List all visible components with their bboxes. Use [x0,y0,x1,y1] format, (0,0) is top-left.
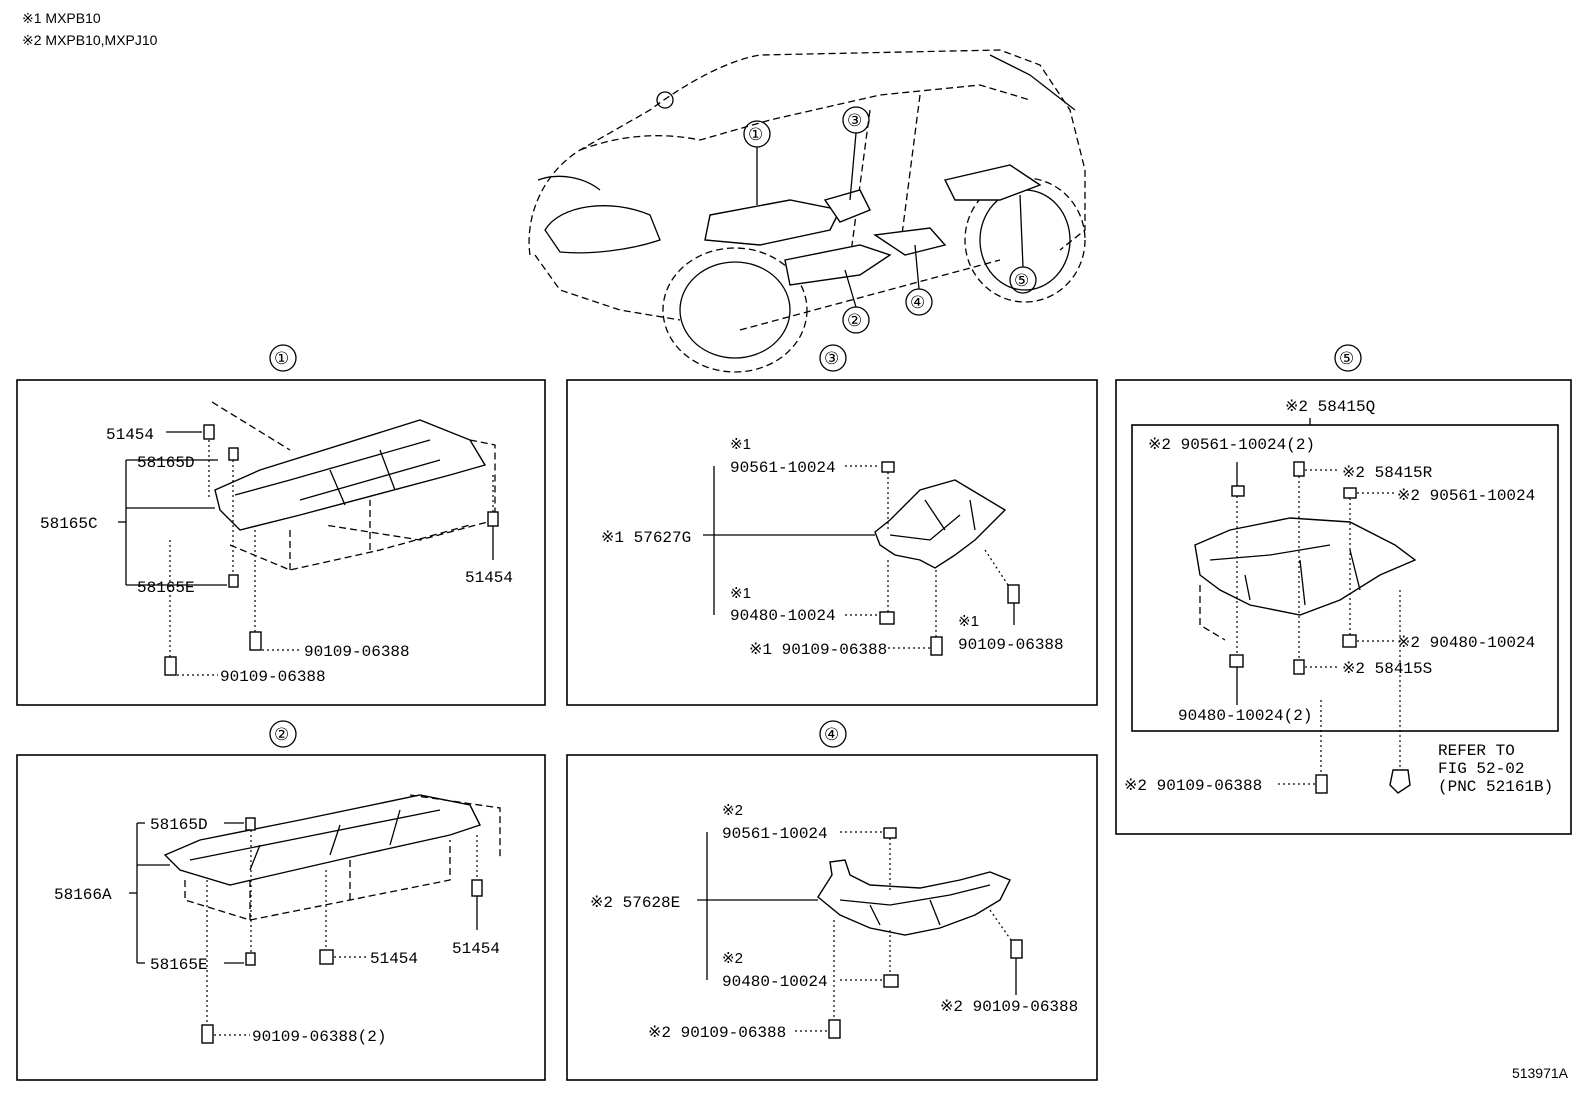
label-fig-52-02: FIG 52-02 [1438,760,1524,778]
callout-1: ① [748,125,763,144]
label-58165E: 58165E [137,579,195,597]
panel-2: ② 58165D 58166A 58165E 51454 51454 90109… [16,720,546,1081]
label-90109-a: 90109-06388 [304,643,410,661]
label-90561-10024: 90561-10024 [722,825,828,843]
figure-id: 513971A [1511,1065,1568,1081]
note-mxpb10: ※1 MXPB10 [22,10,101,26]
p4-mark-2: ※2 [722,950,743,967]
part-57627G [874,479,1007,569]
label-58165C: 58165C [40,515,98,533]
label-90480-10024: 90480-10024 [722,973,828,991]
car-callouts: ① ② ③ ④ ⑤ [743,106,1037,334]
panel-1-frame [16,379,546,706]
panel-1: ① 51454 58165D 58165C 58165E 51454 [16,344,546,706]
label-90109-06388-b: 90109-06388 [958,636,1064,654]
panel-3-title: ③ [824,349,839,368]
label-90109-06388-a: ※1 90109-06388 [749,641,887,659]
panel-3-frame [566,379,1098,706]
panel-3: ③ ※1 90561-10024 ※1 57627G ※1 90480-1002… [566,344,1098,706]
panel-4-title: ④ [824,725,839,744]
label-58165D: 58165D [150,816,208,834]
label-58415R: ※2 58415R [1342,464,1433,482]
label-90109-06388-2: 90109-06388(2) [252,1028,386,1046]
panel-2-frame [16,754,546,1081]
panel-2-title: ② [274,725,289,744]
part-58165C [214,419,487,531]
label-58165D: 58165D [137,454,195,472]
label-58165E: 58165E [150,956,208,974]
panel-1-title: ① [274,349,289,368]
callout-4: ④ [910,293,925,312]
label-51454-mid: 51454 [370,950,418,968]
label-90561-10024: 90561-10024 [730,459,836,477]
panel-5-inner-frame [1131,424,1559,732]
label-90480-10024: ※2 90480-10024 [1397,634,1535,652]
label-90109-06388: ※2 90109-06388 [1124,777,1262,795]
panel-5-title: ⑤ [1339,349,1354,368]
label-90109-06388-b: ※2 90109-06388 [940,998,1078,1016]
p3-mark-2: ※1 [730,585,751,602]
label-51454-right: 51454 [452,940,500,958]
label-57628E: ※2 57628E [590,894,680,912]
vehicle-overview [528,49,1086,373]
panel-5-frame [1115,379,1572,835]
label-58415S: ※2 58415S [1342,660,1432,678]
label-58166A: 58166A [54,886,112,904]
panel-5: ⑤ ※2 58415Q ※2 90561-10024(2) ※2 58415R … [1115,344,1572,835]
callout-2: ② [847,311,862,330]
label-51454-right: 51454 [465,569,513,587]
label-90109-b: 90109-06388 [220,668,326,686]
label-90561-10024: ※2 90561-10024 [1397,487,1535,505]
p3-mark-1: ※1 [730,436,751,453]
label-90480-10024-2: 90480-10024(2) [1178,707,1312,725]
panel-4-frame [566,754,1098,1081]
panel-4: ④ ※2 90561-10024 ※2 57628E ※2 90480-1002… [566,720,1098,1081]
callout-5: ⑤ [1014,271,1029,290]
label-pnc-52161b: (PNC 52161B) [1438,778,1553,796]
label-51454-top: 51454 [106,426,154,444]
part-58166A [163,794,481,886]
label-refer-to: REFER TO [1438,742,1515,760]
callout-3: ③ [847,111,862,130]
label-90561-10024-2: ※2 90561-10024(2) [1148,436,1315,454]
p3-mark-3: ※1 [958,613,979,630]
part-58415Q [1194,517,1417,616]
part-57628E [817,859,1011,936]
label-58415Q: ※2 58415Q [1285,398,1375,416]
label-90480-10024: 90480-10024 [730,607,836,625]
label-90109-06388-a: ※2 90109-06388 [648,1024,786,1042]
note-mxpb10-mxpj10: ※2 MXPB10,MXPJ10 [22,32,158,48]
p4-mark-1: ※2 [722,802,743,819]
label-57627G: ※1 57627G [601,529,691,547]
